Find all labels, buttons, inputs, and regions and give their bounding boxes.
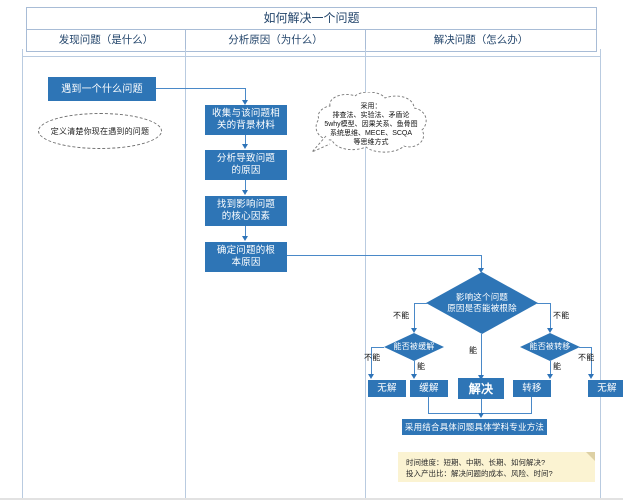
connector-analyze-to-core (245, 180, 247, 192)
decision-can-mitigate-label: 能否被缓解 (393, 342, 435, 351)
arrow-into-collect (242, 100, 248, 105)
callout-cloud-shape (311, 91, 427, 153)
connector-main-left-h (414, 303, 428, 305)
arrow-into-core (242, 190, 248, 195)
page-bottom-edge (0, 498, 623, 500)
header-table: 如何解决一个问题 发现问题（是什么） 分析原因（为什么） 解决问题（怎么办） (26, 7, 597, 52)
node-root-cause[interactable]: 确定问题的根 本原因 (205, 242, 287, 272)
edge-label-transfer-yes: 能 (553, 362, 562, 371)
lane-divider-3 (365, 49, 366, 500)
arrow-into-main-diamond (478, 268, 484, 273)
edge-label-transfer-no: 不能 (578, 353, 595, 362)
node-collect-material[interactable]: 收集与该问题相 关的背景材料 (205, 105, 287, 135)
lane-divider-1 (22, 49, 23, 500)
diamond-shape-mitigate (384, 333, 444, 361)
connector-transfer-no-h (579, 347, 592, 349)
arrow-into-mitigate-result (411, 374, 417, 379)
arrow-into-mitigate-diamond (411, 328, 417, 333)
callout-methods-text: 采用： 排查法、实验法、矛盾论 5why模型、因果关系、鱼骨图 系统思维、MEC… (324, 102, 418, 146)
connector-mitigate-down (428, 397, 430, 414)
lane-divider-2 (185, 49, 186, 500)
connector-mitigate-no-h2 (371, 347, 384, 349)
connector-main-left-v (414, 303, 416, 330)
diamond-shape-transfer (520, 333, 580, 361)
result-mitigate[interactable]: 缓解 (410, 380, 448, 397)
result-no-solution-right[interactable]: 无解 (588, 380, 623, 397)
decision-can-mitigate[interactable]: 能否被缓解 (384, 333, 444, 361)
decision-root-removable[interactable]: 影响这个问题 原因是否能被根除 (426, 272, 538, 334)
arrow-into-no-solution-right (588, 374, 594, 379)
edge-label-main-yes: 能 (469, 346, 478, 355)
column-header-row: 发现问题（是什么） 分析原因（为什么） 解决问题（怎么办） (27, 30, 596, 51)
sticky-fold-corner (586, 452, 595, 461)
arrow-into-root (242, 236, 248, 241)
connector-root-to-diamond-v (481, 255, 483, 270)
column-header-discover: 发现问题（是什么） (27, 30, 186, 51)
arrow-into-transfer-diamond (547, 328, 553, 333)
arrow-into-final-bar (478, 413, 484, 418)
connector-main-yes-v (481, 334, 483, 378)
node-problem[interactable]: 遇到一个什么问题 (48, 77, 156, 101)
connector-core-to-root (245, 226, 247, 238)
callout-methods: 采用： 排查法、实验法、矛盾论 5why模型、因果关系、鱼骨图 系统思维、MEC… (310, 91, 432, 154)
decision-can-transfer[interactable]: 能否被转移 (520, 333, 580, 361)
arrow-into-solve (478, 375, 484, 380)
arrow-into-transfer-result (547, 374, 553, 379)
lane-top-rule (22, 56, 601, 57)
edge-label-main-no-left: 不能 (393, 311, 410, 320)
decision-root-removable-label: 影响这个问题 原因是否能被根除 (447, 292, 517, 313)
decision-can-transfer-label: 能否被转移 (529, 342, 571, 351)
connector-collect-to-analyze (245, 135, 247, 146)
connector-transfer-no-v (591, 347, 593, 376)
note-define-problem: 定义清楚你现在遇到的问题 (38, 113, 162, 149)
lane-divider-4 (600, 49, 601, 500)
edge-label-mitigate-yes: 能 (417, 362, 426, 371)
connector-solve-down (481, 399, 483, 414)
connector-problem-to-collect-h (156, 88, 246, 90)
column-header-solve: 解决问题（怎么办） (433, 34, 529, 46)
node-core-factor[interactable]: 找到影响问题 的核心因素 (205, 196, 287, 226)
node-final-method-bar[interactable]: 采用结合具体问题具体学科专业方法 (402, 419, 547, 435)
connector-mitigate-yes-v (414, 361, 416, 377)
connector-transfer-down (531, 397, 533, 414)
note-time-and-roi: 时间维度：短期、中期、长期、如何解决? 投入产出比：解决问题的成本、风险、时间? (398, 452, 595, 482)
connector-mitigate-no-v (371, 347, 373, 376)
connector-root-to-diamond-h (287, 255, 482, 257)
connector-transfer-yes-v (550, 361, 552, 377)
column-header-analyze: 分析原因（为什么） (186, 30, 366, 51)
connector-main-right-h (537, 303, 551, 305)
edge-label-mitigate-no: 不能 (364, 353, 381, 362)
page-title: 如何解决一个问题 (27, 8, 596, 30)
diamond-shape-main (426, 272, 538, 334)
result-no-solution-left[interactable]: 无解 (368, 380, 406, 397)
result-transfer[interactable]: 转移 (513, 380, 551, 397)
edge-label-main-no-right: 不能 (553, 311, 570, 320)
arrow-into-no-solution-left (368, 374, 374, 379)
connector-problem-to-collect-v (245, 88, 247, 102)
result-solve[interactable]: 解决 (458, 378, 504, 399)
connector-main-right-v (550, 303, 552, 330)
node-analyze-cause[interactable]: 分析导致问题 的原因 (205, 150, 287, 180)
arrow-into-analyze (242, 144, 248, 149)
